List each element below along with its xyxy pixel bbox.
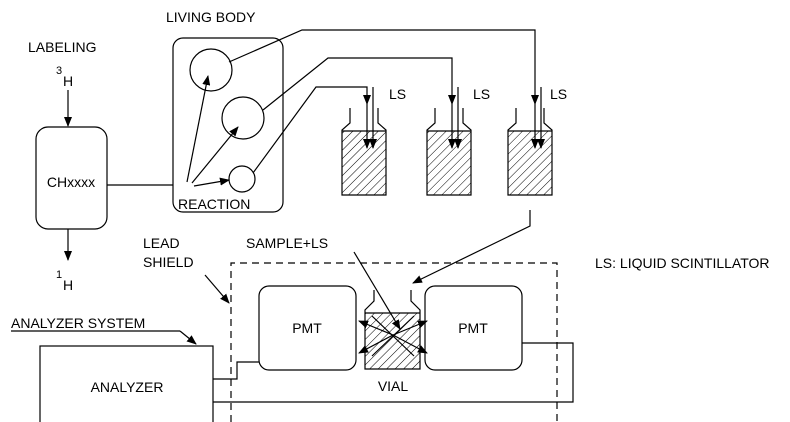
living-body-label: LIVING BODY [166,9,256,25]
organ-top-circle [189,48,233,92]
reaction-arrow-middle [191,126,239,184]
vial [358,290,428,370]
pmt-left-box [258,285,357,371]
reaction-arrow-top [186,75,211,183]
cable-left-pmt [213,361,259,380]
compound-box [35,126,108,230]
sample-bottle-1: LS [341,86,406,196]
ls-label-1: LS [389,86,406,102]
labeling-label: LABELING [28,39,96,55]
lead-shield-label-line1: LEAD [143,235,180,251]
bottle-to-vial-arrow [412,210,531,284]
organ-bottom-circle [228,165,256,193]
protium-symbol: H [63,277,73,293]
ls-label-2: LS [473,86,490,102]
pmt-right-label: PMT [458,320,488,336]
protium-mass-number: 1 [56,269,62,281]
cable-right-pmt [213,342,574,403]
sampling-line-bottom [252,86,371,174]
sample-bottle-2: LS [426,86,490,196]
analyzer-box [39,345,214,422]
tritium-mass-number: 3 [56,65,62,77]
lead-shield-label-line2: SHIELD [143,254,194,270]
analyzer-system-label: ANALYZER SYSTEM [11,315,145,331]
organ-middle-circle [221,96,265,140]
vial-label: VIAL [378,378,409,394]
pmt-left-label: PMT [292,320,322,336]
ls-label-3: LS [550,86,567,102]
ls-legend: LS: LIQUID SCINTILLATOR [595,255,770,271]
analyzer-system-pointer [179,330,197,345]
tritium-symbol: H [63,73,73,89]
lead-shield-pointer [204,274,230,304]
sample-ls-label: SAMPLE+LS [246,235,328,251]
sampling-line-top [228,29,539,105]
analyzer-label: ANALYZER [91,379,164,395]
reaction-label: REACTION [178,196,250,212]
reaction-arrow-bottom [193,177,230,187]
compound-label: CHxxxx [47,174,95,190]
sample-bottle-3: LS [507,86,567,196]
sampling-line-middle [262,57,456,111]
